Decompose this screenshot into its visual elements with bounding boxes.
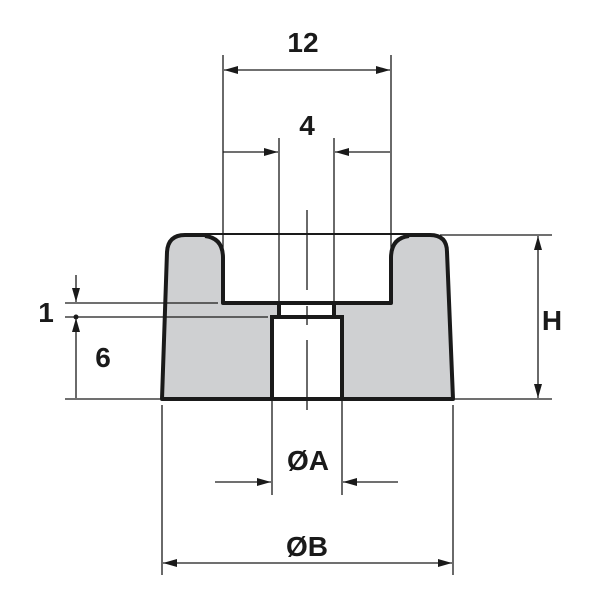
dim-label-6: 6 bbox=[95, 342, 111, 373]
dim-label-1: 1 bbox=[38, 297, 54, 328]
dim-label-4: 4 bbox=[299, 110, 315, 141]
dim-label-12: 12 bbox=[287, 27, 318, 58]
dim-label-diameter-b: ØB bbox=[286, 531, 328, 562]
dim-label-h: H bbox=[542, 305, 562, 336]
dim-label-diameter-a: ØA bbox=[287, 445, 329, 476]
